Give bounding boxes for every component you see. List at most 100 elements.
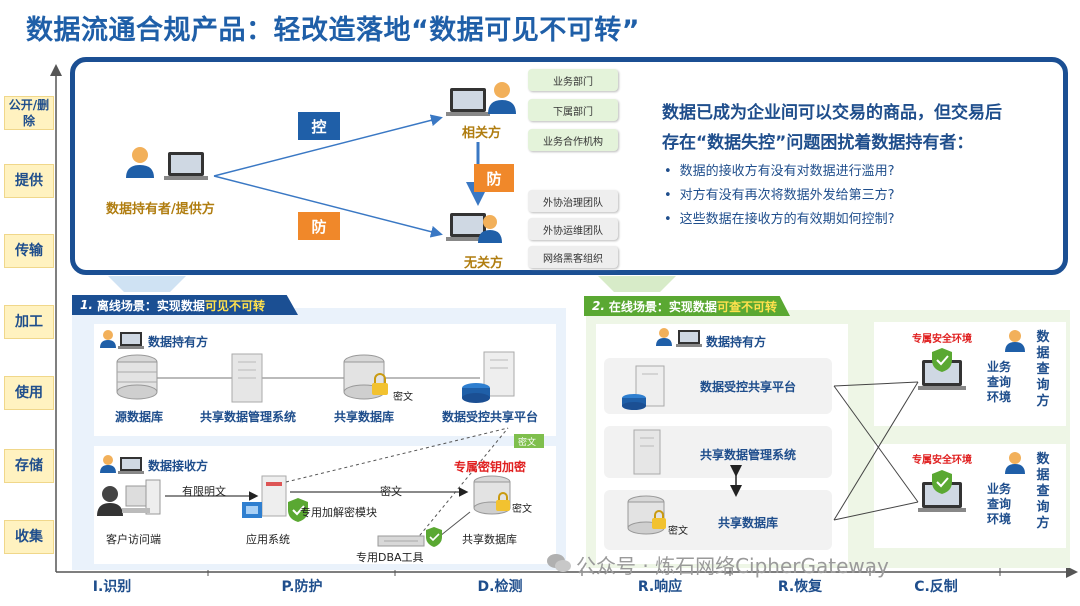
unrelated-tag: 外协治理团队 xyxy=(528,190,618,212)
related-label: 相关方 xyxy=(462,126,502,141)
online-holder-title: 数据持有方 xyxy=(706,335,767,349)
laptop-icon xyxy=(918,482,966,512)
server-icon xyxy=(633,429,661,475)
offline-holder-title: 数据持有方 xyxy=(148,335,209,349)
bullet-item: 这些数据在接收方的有效期如何控制? xyxy=(664,208,895,227)
cipher-tag: 密文 xyxy=(518,438,537,448)
shield-icon xyxy=(932,470,952,494)
crypto-module-label: 专用加解密模块 xyxy=(300,506,377,519)
biz-query-env-label: 业务查询环境 xyxy=(986,360,1011,404)
secure-env-title: 专属安全环境 xyxy=(912,455,972,466)
stage-process: 加工 xyxy=(4,305,54,339)
holder-label: 数据持有者/提供方 xyxy=(106,202,215,217)
stage-store: 存储 xyxy=(4,449,54,483)
bullet-item: 对方有没有再次将数据外发给第三方? xyxy=(664,184,895,203)
secure-env-title: 专属安全环境 xyxy=(912,334,972,345)
person-icon xyxy=(100,455,116,473)
person-icon xyxy=(1005,452,1025,474)
x-label-identify: I.识别 xyxy=(92,579,132,595)
control-badge: 控 xyxy=(298,112,340,140)
database-icon xyxy=(622,394,646,410)
laptop-icon xyxy=(446,88,490,116)
lock-icon xyxy=(496,492,510,511)
data-query-party-label: 数据查询方 xyxy=(1036,330,1050,409)
laptop-icon xyxy=(446,213,490,241)
x-label-respond: R.响应 xyxy=(637,579,683,595)
person-icon xyxy=(100,330,116,348)
biz-query-env-label: 业务查询环境 xyxy=(986,482,1011,526)
person-icon xyxy=(488,82,516,114)
receiver-shared-db-label: 共享数据库 xyxy=(462,533,517,546)
offline-banner-num: 1. xyxy=(80,298,93,312)
laptop-icon xyxy=(118,332,144,349)
server-icon xyxy=(231,353,263,403)
source-db-label: 源数据库 xyxy=(115,410,164,424)
secure-env-2 xyxy=(874,444,1066,548)
computer-icon xyxy=(122,479,161,515)
laptop-icon xyxy=(918,360,966,390)
cipher-label: 密文 xyxy=(668,526,688,537)
offline-banner-highlight: 可见不可转 xyxy=(204,298,265,313)
app-system-label: 应用系统 xyxy=(246,533,290,546)
offline-banner: 1. 离线场景：实现数据 可见不可转 xyxy=(72,295,298,315)
online-banner: 2. 在线场景：实现数据 可查不可转 xyxy=(584,296,790,316)
shield-icon xyxy=(288,498,308,522)
stage-collect: 收集 xyxy=(4,520,54,554)
platform-label: 数据受控共享平台 xyxy=(442,410,539,424)
x-label-protect: P.防护 xyxy=(281,579,323,595)
stage-public-delete: 公开/删除 xyxy=(4,96,54,130)
stage-provide: 提供 xyxy=(4,164,54,198)
laptop-icon xyxy=(676,330,702,347)
cipher-label: 密文 xyxy=(512,504,532,515)
online-platform-label: 数据受控共享平台 xyxy=(700,380,797,394)
cipher-label: 密文 xyxy=(380,485,402,498)
guard-badge: 防 xyxy=(298,212,340,240)
shared-db-label: 共享数据库 xyxy=(334,410,395,424)
chip-icon xyxy=(242,502,262,518)
online-banner-num: 2. xyxy=(592,299,605,313)
stage-use: 使用 xyxy=(4,376,54,410)
person-icon xyxy=(478,215,502,243)
shield-icon xyxy=(932,348,952,372)
person-icon xyxy=(656,328,672,346)
exclusive-key-label: 专属密钥加密 xyxy=(454,460,527,474)
user-icon xyxy=(97,486,123,516)
server-icon xyxy=(261,475,287,517)
wechat-icon xyxy=(547,554,571,572)
online-banner-highlight: 可查不可转 xyxy=(716,299,777,314)
cipher-label: 密文 xyxy=(393,392,413,403)
unrelated-tag: 网络黑客组织 xyxy=(528,246,618,268)
related-tag: 业务部门 xyxy=(528,69,618,91)
secure-env-1 xyxy=(874,322,1066,426)
online-banner-text: 在线场景：实现数据 xyxy=(608,299,717,314)
database-icon xyxy=(116,354,158,400)
laptop-icon xyxy=(164,152,208,180)
database-icon xyxy=(462,383,490,403)
headline-line-1: 数据已成为企业间可以交易的商品，但交易后 xyxy=(662,103,1002,123)
related-tag: 业务合作机构 xyxy=(528,129,618,151)
x-label-recover: R.恢复 xyxy=(777,579,823,595)
receiver-title: 数据接收方 xyxy=(148,459,209,473)
online-mgmt-label: 共享数据管理系统 xyxy=(700,448,797,462)
mgmt-system-label: 共享数据管理系统 xyxy=(200,410,297,424)
watermark: 公众号 · 炼石网络CipherGateway xyxy=(576,554,889,578)
page-title: 数据流通合规产品：轻改造落地“数据可见不可转” xyxy=(26,15,640,46)
x-label-counter: C.反制 xyxy=(914,579,958,595)
guard-badge: 防 xyxy=(474,164,514,192)
unrelated-tag: 外协运维团队 xyxy=(528,218,618,240)
limited-plaintext-label: 有限明文 xyxy=(182,485,226,498)
lock-icon xyxy=(372,373,388,395)
stage-transfer: 传输 xyxy=(4,234,54,268)
offline-banner-text: 离线场景：实现数据 xyxy=(96,298,205,313)
tool-icon xyxy=(377,535,425,547)
shield-icon xyxy=(426,527,442,547)
person-icon xyxy=(1005,330,1025,352)
headline-line-2: 存在“数据失控”问题困扰着数据持有者： xyxy=(662,133,974,153)
related-tag: 下属部门 xyxy=(528,99,618,121)
offline-holder-area xyxy=(94,324,556,436)
data-query-party-label: 数据查询方 xyxy=(1036,452,1050,531)
lock-icon xyxy=(652,510,666,529)
